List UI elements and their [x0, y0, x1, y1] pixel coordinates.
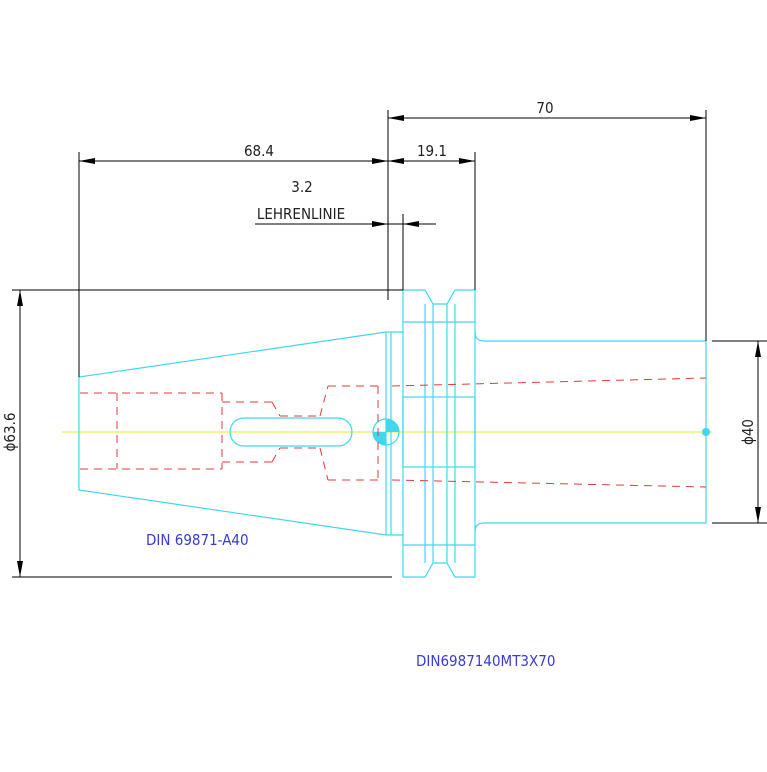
end-center-mark [702, 428, 710, 436]
dimension-flange-diameter: ϕ63.6 [1, 289, 403, 578]
hidden-morse-taper-bottom [391, 479, 707, 488]
arrowhead [690, 115, 706, 121]
dimension-shank-diameter-text: ϕ40 [739, 419, 757, 445]
hidden-morse-cone-1 [319, 385, 329, 417]
taper-outline [78, 331, 392, 536]
drive-slot [402, 396, 476, 468]
dimension-shank-diameter: ϕ40 [712, 340, 767, 524]
arrowhead [403, 221, 419, 227]
arrowhead [79, 158, 95, 164]
center-quadrant-1 [386, 419, 399, 432]
dimension-taper-length-text: 68.4 [244, 142, 274, 160]
dimension-total-length: 70 [387, 99, 707, 341]
dimension-gauge-line: 3.2 LEHRENLINIE [255, 178, 436, 290]
dimension-flange-width-text: 19.1 [417, 142, 447, 160]
dimension-taper-length: 68.4 [78, 142, 388, 377]
arrowhead [17, 561, 23, 577]
hidden-morse-taper-top [391, 377, 707, 387]
dimension-flange-width: 19.1 [388, 142, 476, 290]
taper-cone [78, 331, 387, 536]
arrowhead [388, 115, 404, 121]
hidden-lines [80, 377, 707, 488]
arrowhead [17, 290, 23, 306]
part-code-label: DIN6987140MT3X70 [416, 652, 555, 670]
hidden-morse-cone-2 [319, 447, 329, 481]
hidden-bore-cone-1 [271, 401, 281, 417]
arrowhead [755, 507, 761, 523]
standard-label: DIN 69871-A40 [146, 531, 249, 549]
arrowhead [372, 158, 388, 164]
gauge-line-label: LEHRENLINIE [257, 205, 345, 223]
hidden-bore-cone-2 [271, 447, 281, 463]
arrowhead [388, 158, 404, 164]
dimension-gauge-offset-text: 3.2 [291, 178, 312, 196]
flange-outline [391, 289, 476, 578]
retention-slot [229, 417, 353, 447]
arrowhead [372, 221, 388, 227]
arrowhead [755, 341, 761, 357]
dimension-flange-diameter-text: ϕ63.6 [1, 413, 19, 452]
center-quadrant-2 [373, 432, 386, 445]
dimension-total-length-text: 70 [536, 99, 553, 117]
arrowhead [459, 158, 475, 164]
